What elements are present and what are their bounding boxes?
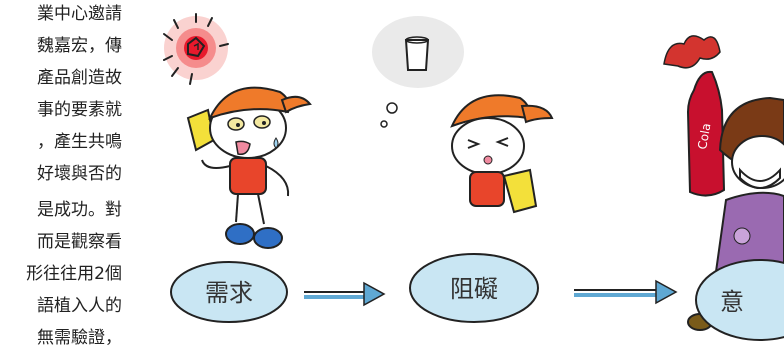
article-line: 形往往用2個 [26, 264, 122, 284]
obstacle-label: 阻礙 [450, 275, 498, 303]
article-line: 魏嘉宏，傳 [37, 36, 122, 56]
article-text-column: 業中心邀請 魏嘉宏，傳 產品創造故 事的要素就 ，產生共鳴 好壞與否的 是成功。… [0, 0, 130, 356]
article-line: 業中心邀請 [37, 4, 122, 24]
intention-label: 意 [720, 288, 744, 316]
article-line: 無需驗證， [37, 328, 122, 348]
article-line: 而是觀察看 [37, 232, 122, 252]
article-line: 產品創造故 [37, 68, 122, 88]
sun-icon [163, 13, 229, 85]
article-line: 事的要素就 [37, 100, 122, 120]
struggling-boy-figure [450, 94, 554, 214]
thirsty-boy-figure [186, 86, 312, 249]
need-label: 需求 [205, 279, 253, 307]
arrow-right-icon [304, 281, 386, 307]
cola-label: Cola [695, 122, 713, 150]
thought-bubble-water-glass [372, 16, 464, 128]
article-line: 是成功。對 [37, 200, 122, 220]
article-line: 語植入人的 [37, 296, 122, 316]
arrow-right-icon [574, 279, 678, 305]
flow-step-obstacle: 阻礙 [409, 253, 539, 323]
flow-step-intention: 意 [695, 259, 784, 341]
flow-step-need: 需求 [170, 261, 288, 323]
article-line: 好壞與否的 [37, 164, 122, 184]
article-line: ，產生共鳴 [37, 132, 122, 152]
